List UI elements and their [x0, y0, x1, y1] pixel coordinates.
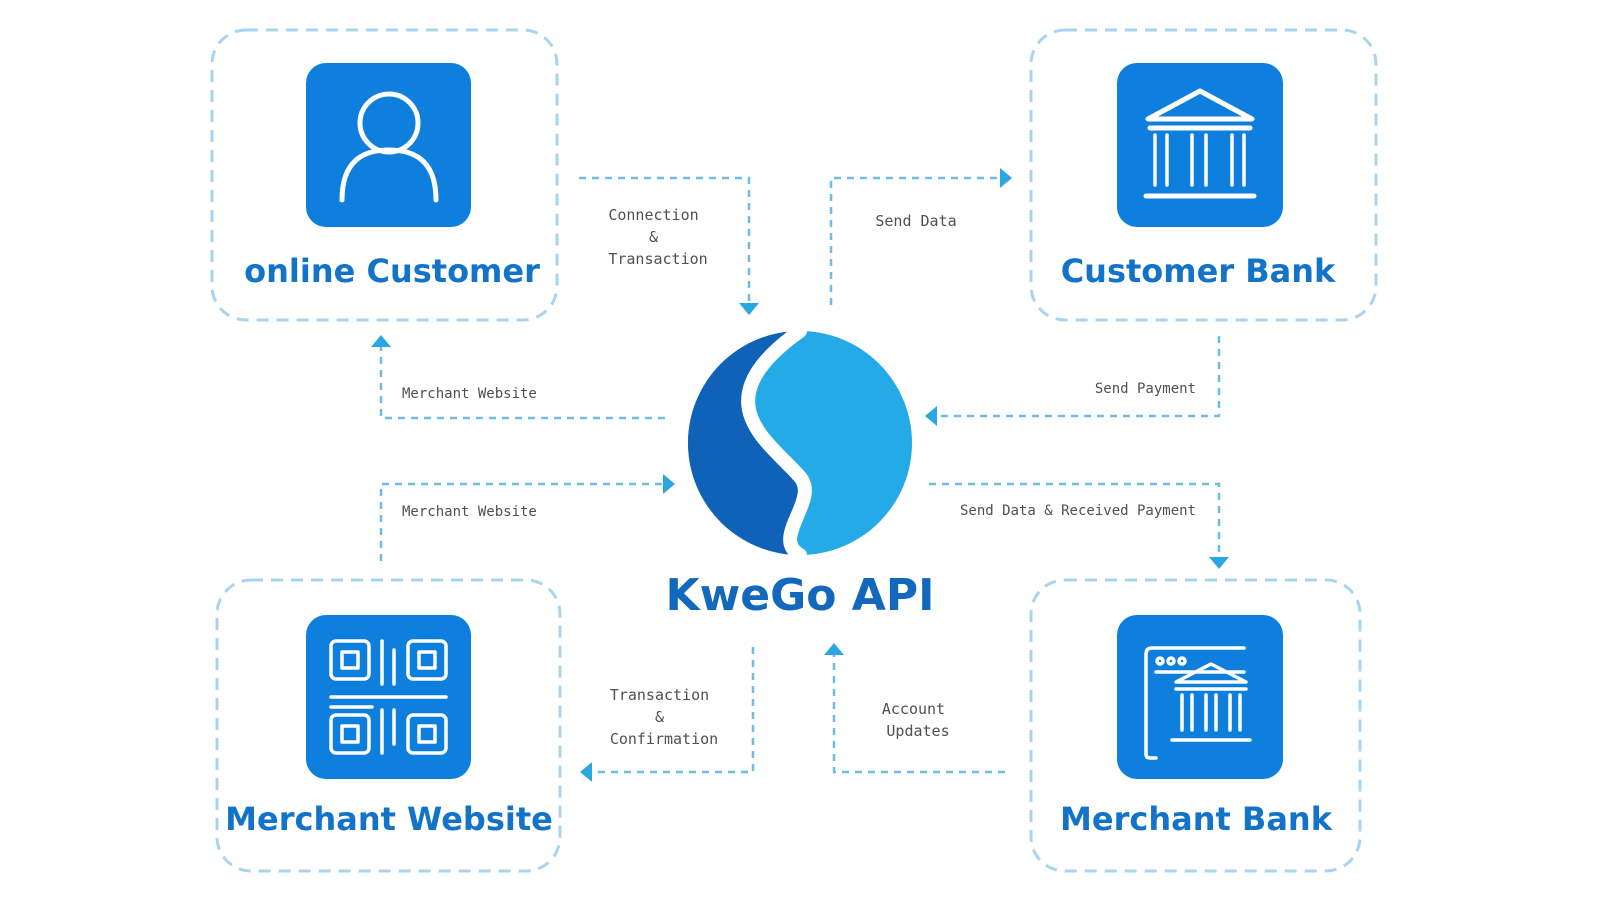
edge-label-line: Confirmation [610, 730, 718, 748]
arrow-up-icon [371, 335, 391, 347]
edge-connection-transaction: Connection & Transaction [579, 176, 759, 315]
edge-account-updates: Account Updates [824, 643, 1005, 774]
edge-label: Merchant Website [402, 504, 537, 520]
icon-tile [1117, 615, 1283, 779]
edge-transaction-confirmation: Transaction & Confirmation [580, 647, 755, 782]
edge-label: Merchant Website [402, 386, 537, 402]
arrow-right-icon [663, 474, 675, 494]
bank-icon [1143, 88, 1257, 199]
edge-label-line: Account [882, 700, 945, 718]
edge-label: Send Data & Received Payment [960, 503, 1196, 519]
svg-text:Account Updates: Account Updates [882, 700, 954, 740]
svg-text:Transaction & Conf: Transaction & Confirmation [610, 686, 718, 748]
node-label: Merchant Website [225, 800, 553, 838]
kwego-logo [688, 324, 912, 562]
icon-tile [1117, 63, 1283, 227]
arrow-down-icon [739, 303, 759, 315]
edge-merchant-website-to-customer: Merchant Website [371, 335, 665, 420]
qr-code-icon [329, 639, 448, 755]
edge-send-payment: Send Payment [925, 336, 1221, 426]
node-customer-bank: Customer Bank [1029, 28, 1378, 322]
arrow-right-icon [1000, 168, 1012, 188]
arrow-down-icon [1209, 557, 1229, 569]
edge-label-line: Transaction [610, 686, 709, 704]
arrow-left-icon [580, 762, 592, 782]
icon-tile [306, 63, 471, 227]
edge-merchant-website-to-api: Merchant Website [379, 474, 675, 561]
node-online-customer: online Customer [210, 28, 559, 322]
node-label: Merchant Bank [1060, 800, 1333, 838]
kwego-api-center: KweGo API [666, 324, 935, 621]
user-icon [339, 91, 439, 203]
svg-text:Connection & Trans: Connection & Transaction [608, 206, 707, 268]
edge-label: Send Data [875, 212, 956, 230]
node-merchant-bank: Merchant Bank [1029, 578, 1362, 873]
edge-label-line: Connection [608, 206, 698, 224]
arrow-left-icon [925, 406, 937, 426]
edge-label: Send Payment [1095, 381, 1196, 397]
node-label: Customer Bank [1061, 252, 1336, 290]
edge-label-line: Transaction [608, 250, 707, 268]
edge-label-line: & [649, 228, 658, 246]
bank-window-icon [1144, 646, 1252, 760]
arrow-up-icon [824, 643, 844, 655]
edge-send-data-received-payment: Send Data & Received Payment [929, 482, 1229, 569]
edge-label-line: & [655, 708, 664, 726]
node-label: online Customer [244, 252, 540, 290]
edge-send-data: Send Data [829, 168, 1012, 305]
edge-label-line: Updates [886, 722, 949, 740]
center-label: KweGo API [666, 570, 935, 621]
node-merchant-website: Merchant Website [215, 578, 562, 873]
